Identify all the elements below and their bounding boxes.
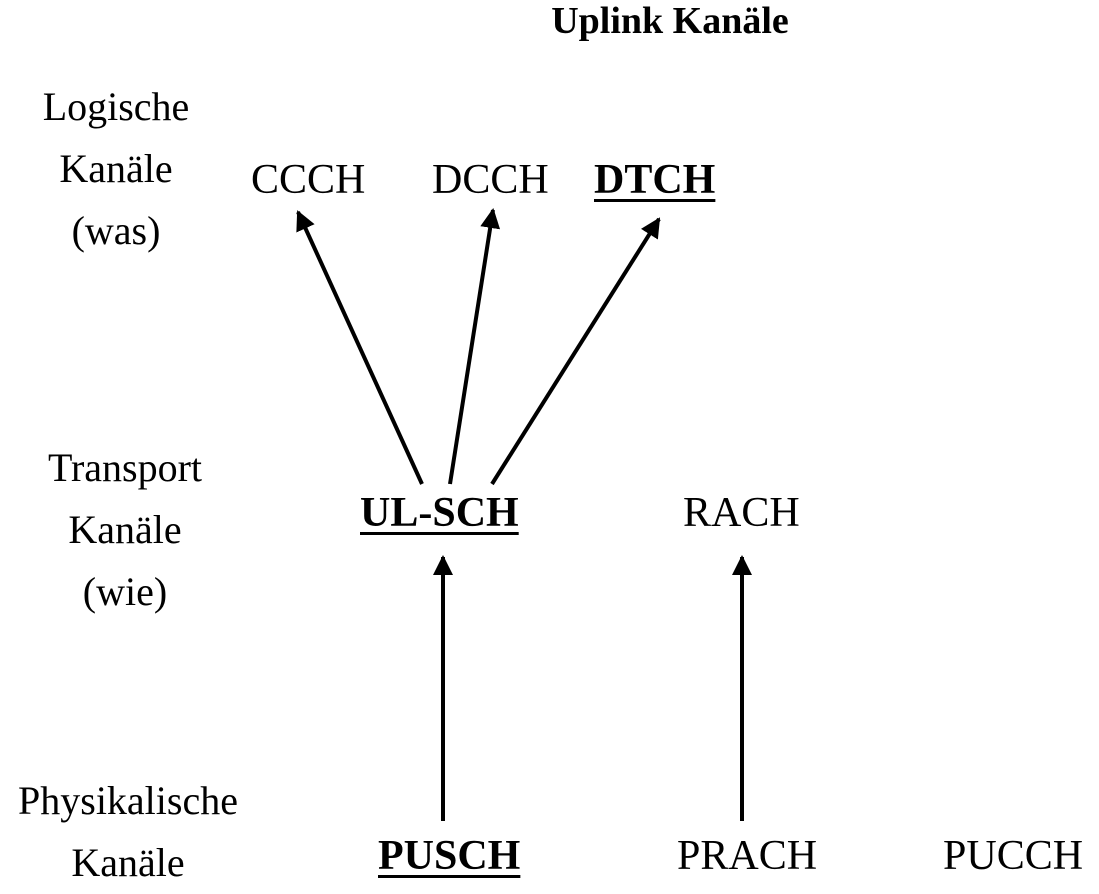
row-label-logical: Logische Kanäle (was) xyxy=(0,76,246,262)
row-label-transport: Transport Kanäle (wie) xyxy=(0,437,255,623)
node-ccch: CCCH xyxy=(251,157,366,203)
row-label-transport-line-2: Kanäle xyxy=(68,507,182,552)
node-rach: RACH xyxy=(683,490,800,536)
node-dcch: DCCH xyxy=(432,157,549,203)
row-label-logical-line-2: Kanäle xyxy=(59,146,173,191)
node-ul-sch: UL-SCH xyxy=(360,490,519,536)
node-pucch: PUCCH xyxy=(943,833,1084,879)
row-label-physical-line-1: Physikalische xyxy=(18,778,238,823)
node-pusch: PUSCH xyxy=(378,833,521,879)
row-label-logical-line-1: Logische xyxy=(42,84,190,129)
node-dtch: DTCH xyxy=(594,157,716,203)
diagram-title: Uplink Kanäle xyxy=(551,0,789,42)
arrow-ulsch-to-dcch xyxy=(448,208,501,485)
node-prach: PRACH xyxy=(677,833,818,879)
row-label-physical-line-2: Kanäle xyxy=(71,840,185,885)
row-label-transport-line-1: Transport xyxy=(47,445,203,490)
row-label-physical: Physikalische Kanäle xyxy=(0,770,258,894)
row-label-logical-line-3: (was) xyxy=(71,208,161,253)
row-label-transport-line-3: (wie) xyxy=(82,569,168,614)
arrow-ulsch-to-ccch xyxy=(296,210,424,485)
arrow-ulsch-to-dtch xyxy=(490,217,661,486)
